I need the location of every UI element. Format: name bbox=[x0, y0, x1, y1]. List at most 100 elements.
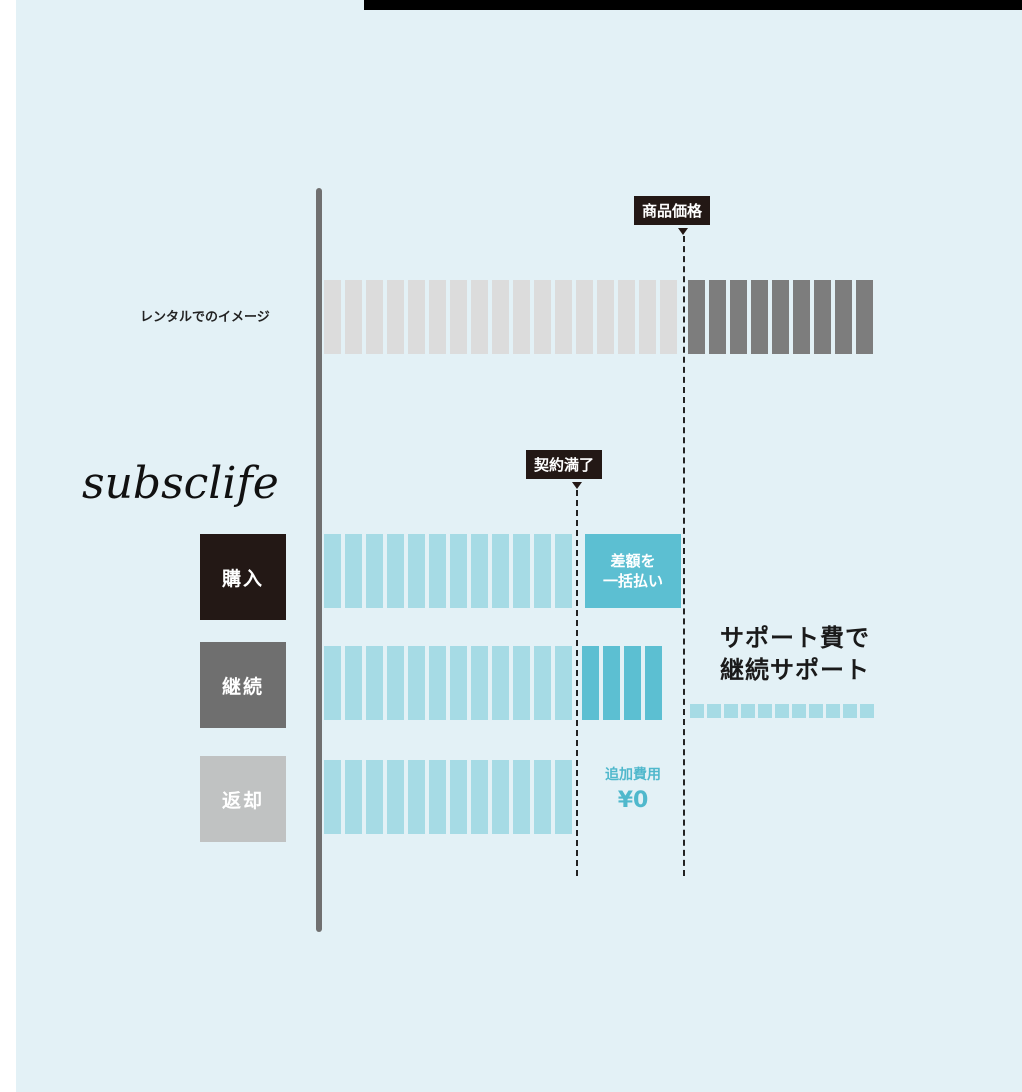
rental-bar-segment-over bbox=[835, 280, 852, 354]
purchase-bar-segment bbox=[492, 534, 509, 608]
support-strip-segment bbox=[707, 704, 721, 718]
support-strip-segment bbox=[792, 704, 806, 718]
return-bar-segment bbox=[492, 760, 509, 834]
rental-bar-segment-over bbox=[709, 280, 726, 354]
continue-support-line2: 継続サポート bbox=[720, 656, 870, 685]
purchase-bar-segment bbox=[345, 534, 362, 608]
continue-support-line1: サポート費で bbox=[720, 624, 870, 652]
continue-bar-segment bbox=[324, 646, 341, 720]
rental-bar-segment bbox=[429, 280, 446, 354]
return-bar-segment bbox=[471, 760, 488, 834]
continue-bar-segment bbox=[345, 646, 362, 720]
lump-sum-line1: 差額を bbox=[610, 551, 656, 570]
support-strip-segment bbox=[690, 704, 704, 718]
rental-bar-segment-over bbox=[730, 280, 747, 354]
continue-bar-segment bbox=[492, 646, 509, 720]
rental-bar-segment-over bbox=[814, 280, 831, 354]
continue-support-text: サポート費で 継続サポート bbox=[720, 622, 870, 687]
extra-fee-value: ¥0 bbox=[617, 788, 649, 813]
support-strip-segment bbox=[809, 704, 823, 718]
rental-bar-segment bbox=[492, 280, 509, 354]
continue-bar-segment bbox=[471, 646, 488, 720]
continue-bar-segment-dark bbox=[624, 646, 641, 720]
brand-logo: subsclife bbox=[82, 458, 279, 509]
rental-bar-segment bbox=[471, 280, 488, 354]
rental-bar-segment bbox=[387, 280, 404, 354]
continue-bar-segment bbox=[366, 646, 383, 720]
rental-bar-segment bbox=[450, 280, 467, 354]
rental-bar-segment-over bbox=[688, 280, 705, 354]
rental-bar-segment bbox=[618, 280, 635, 354]
rental-bar-segment bbox=[660, 280, 677, 354]
continue-bar-segment bbox=[408, 646, 425, 720]
continue-bar-segment-dark bbox=[645, 646, 662, 720]
continue-bar-segment bbox=[534, 646, 551, 720]
product-price-dashed-line bbox=[683, 236, 685, 876]
support-strip-segment bbox=[826, 704, 840, 718]
purchase-bar-segment bbox=[408, 534, 425, 608]
purchase-bar-segment bbox=[471, 534, 488, 608]
rental-bar-segment bbox=[576, 280, 593, 354]
rental-image-label: レンタルでのイメージ bbox=[140, 310, 270, 325]
rental-bar-segment bbox=[555, 280, 572, 354]
return-bar-segment bbox=[429, 760, 446, 834]
continue-bar-segment-dark bbox=[582, 646, 599, 720]
extra-fee-note: 追加費用 ¥0 bbox=[585, 764, 681, 813]
lump-sum-line2: 一括払い bbox=[602, 572, 663, 590]
rental-bar-segment bbox=[345, 280, 362, 354]
return-bar-segment bbox=[324, 760, 341, 834]
return-bar-segment bbox=[555, 760, 572, 834]
support-strip-segment bbox=[758, 704, 772, 718]
purchase-bar-segment bbox=[555, 534, 572, 608]
continue-bar-segment bbox=[513, 646, 530, 720]
contract-end-dashed-line bbox=[576, 490, 578, 876]
lump-sum-payment-box: 差額を 一括払い bbox=[585, 534, 681, 608]
support-strip-segment bbox=[775, 704, 789, 718]
return-bar-segment bbox=[387, 760, 404, 834]
rental-bar-segment bbox=[534, 280, 551, 354]
return-bar-segment bbox=[534, 760, 551, 834]
support-strip-segment bbox=[843, 704, 857, 718]
purchase-bar-segment bbox=[324, 534, 341, 608]
rental-bar-segment bbox=[408, 280, 425, 354]
continue-bar-segment bbox=[429, 646, 446, 720]
option-purchase: 購入 bbox=[200, 534, 286, 620]
top-black-bar bbox=[364, 0, 1022, 10]
rental-bar-segment bbox=[597, 280, 614, 354]
product-price-pointer-icon bbox=[678, 228, 688, 235]
continue-bar-segment bbox=[555, 646, 572, 720]
return-bar-segment bbox=[513, 760, 530, 834]
return-bar-segment bbox=[366, 760, 383, 834]
continue-bar-segment bbox=[450, 646, 467, 720]
return-bar-segment bbox=[450, 760, 467, 834]
purchase-bar-segment bbox=[534, 534, 551, 608]
product-price-marker: 商品価格 bbox=[634, 196, 711, 225]
rental-bar-segment-over bbox=[856, 280, 873, 354]
rental-bar-segment-over bbox=[751, 280, 768, 354]
purchase-bar-segment bbox=[387, 534, 404, 608]
option-continue: 継続 bbox=[200, 642, 286, 728]
rental-bar-segment-over bbox=[793, 280, 810, 354]
rental-bar-segment bbox=[324, 280, 341, 354]
purchase-bar-segment bbox=[366, 534, 383, 608]
support-strip-segment bbox=[741, 704, 755, 718]
rental-bar-segment-over bbox=[772, 280, 789, 354]
purchase-bar-segment bbox=[450, 534, 467, 608]
contract-end-pointer-icon bbox=[572, 482, 582, 489]
rental-bar-segment bbox=[513, 280, 530, 354]
return-bar-segment bbox=[408, 760, 425, 834]
support-strip-segment bbox=[724, 704, 738, 718]
rental-bar-segment bbox=[366, 280, 383, 354]
vertical-axis-line bbox=[316, 188, 322, 932]
extra-fee-label: 追加費用 bbox=[605, 767, 661, 783]
contract-end-marker: 契約満了 bbox=[526, 450, 603, 479]
continue-bar-segment bbox=[387, 646, 404, 720]
option-return: 返却 bbox=[200, 756, 286, 842]
rental-bar-segment bbox=[639, 280, 656, 354]
purchase-bar-segment bbox=[513, 534, 530, 608]
support-strip-segment bbox=[860, 704, 874, 718]
purchase-bar-segment bbox=[429, 534, 446, 608]
continue-bar-segment-dark bbox=[603, 646, 620, 720]
return-bar-segment bbox=[345, 760, 362, 834]
